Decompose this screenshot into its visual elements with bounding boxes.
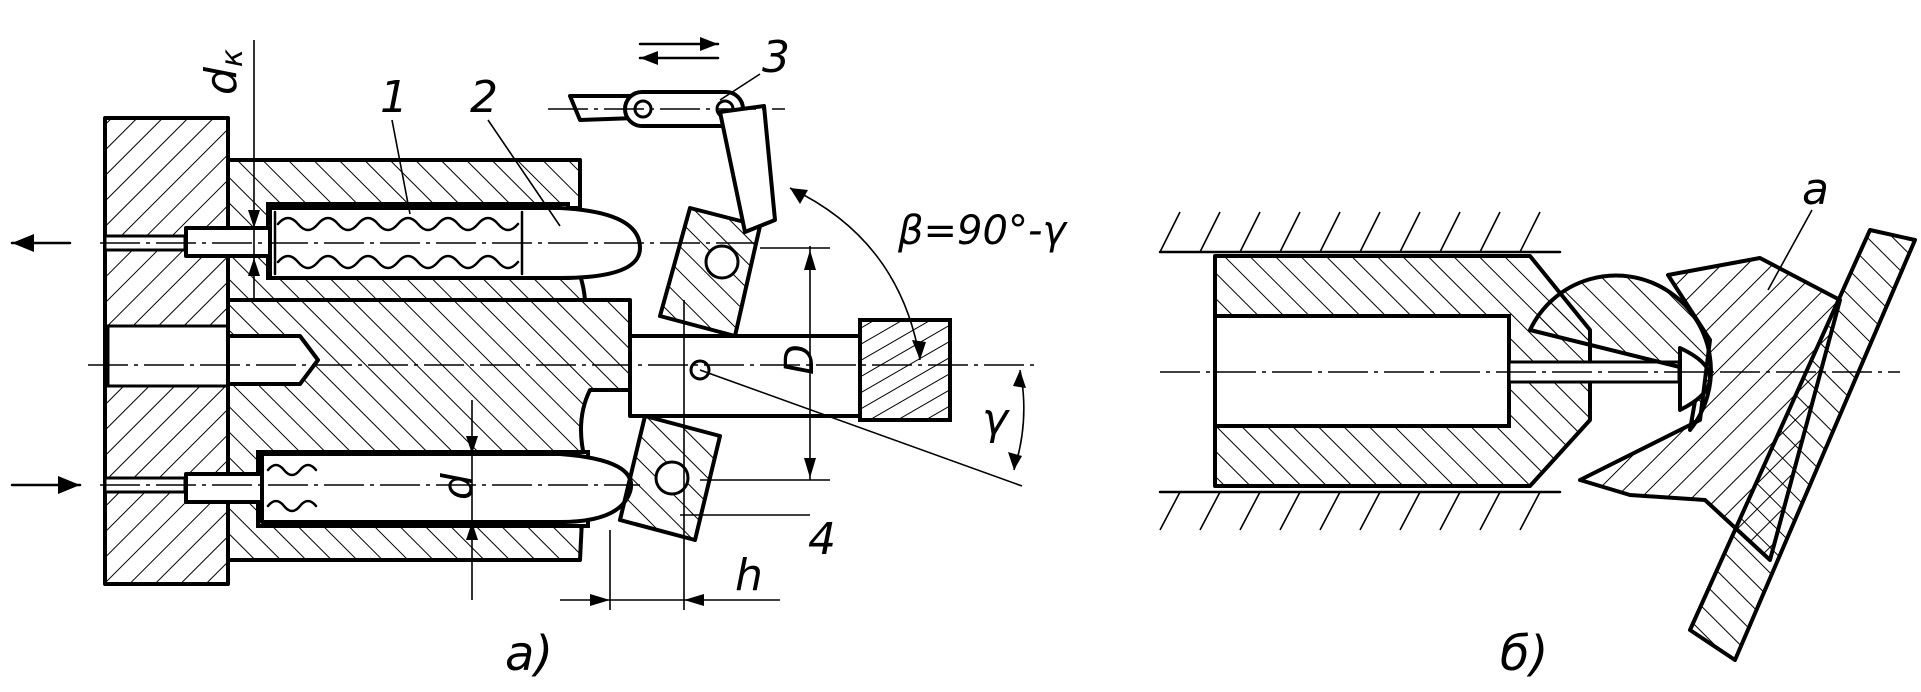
figure-b: a б) xyxy=(1158,164,1917,682)
label-beta: β=90°-γ xyxy=(897,208,1068,254)
label-part-1: 1 xyxy=(380,72,408,123)
dim-D xyxy=(700,246,830,481)
label-a: a xyxy=(1802,164,1829,215)
dim-dk xyxy=(248,40,260,300)
leader-2 xyxy=(487,119,561,227)
inlet-arrow xyxy=(10,476,82,494)
housing-bottom-hatch xyxy=(1159,491,1541,531)
dim-d xyxy=(466,400,478,600)
angle-beta xyxy=(789,187,926,361)
label-gamma: γ xyxy=(982,394,1010,445)
center-bore xyxy=(106,324,230,388)
swash-plate xyxy=(1688,228,1917,662)
drive-shaft xyxy=(628,334,862,418)
label-h: h xyxy=(735,550,763,601)
shaft-spline xyxy=(858,318,952,422)
bearing-ball-upper xyxy=(704,244,740,280)
center-spigot xyxy=(226,334,320,386)
label-part-3: 3 xyxy=(762,32,790,83)
leader-3 xyxy=(719,73,761,101)
outlet-arrow xyxy=(10,234,72,252)
upper-pushrod xyxy=(184,226,272,258)
caption-a: а) xyxy=(505,626,553,682)
label-d: d xyxy=(433,473,482,500)
lower-spring xyxy=(266,463,318,513)
leader-a xyxy=(1767,209,1813,291)
leader-1 xyxy=(391,119,411,215)
label-dk: dк xyxy=(196,49,250,95)
label-part-2: 2 xyxy=(470,72,498,123)
housing-top-hatch xyxy=(1159,211,1541,253)
lower-pushrod xyxy=(184,472,272,504)
tilted-axis xyxy=(699,369,1023,487)
piston-cavity xyxy=(1213,314,1511,428)
caption-b: б) xyxy=(1500,626,1548,682)
dim-h xyxy=(560,300,780,610)
figure-a: dк 1 2 3 β=90°-γ D γ d 4 h а) xyxy=(10,32,1068,682)
label-part-4: 4 xyxy=(808,514,836,565)
lever-motion-arrows xyxy=(638,37,720,65)
bearing-ball-lower xyxy=(654,460,690,496)
angle-gamma xyxy=(1008,369,1026,471)
label-D: D xyxy=(777,344,823,375)
control-lever-3 xyxy=(568,90,777,234)
